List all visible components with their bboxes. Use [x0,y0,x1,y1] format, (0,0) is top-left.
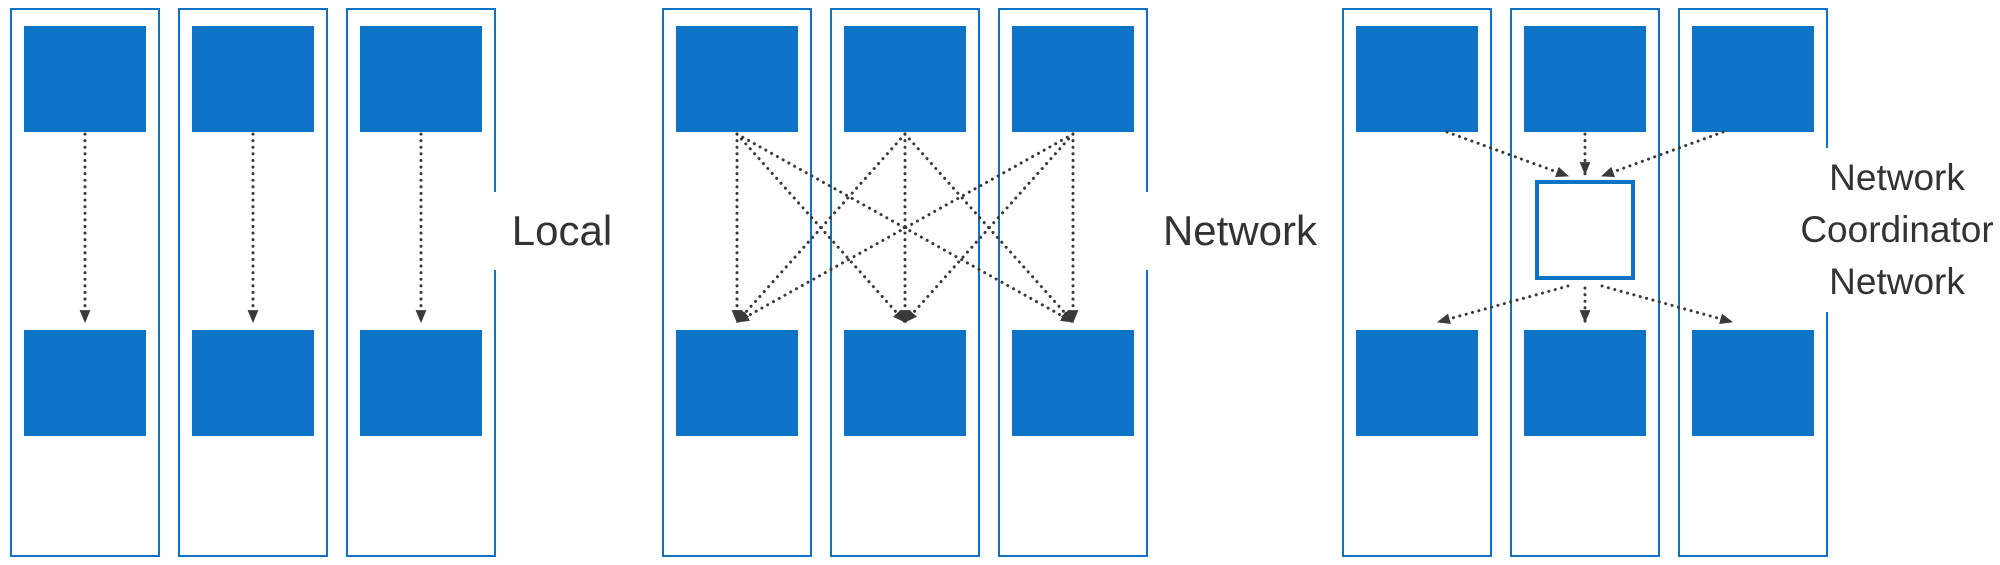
node-square-bottom [844,330,966,436]
network-coordinator-node [1535,180,1635,280]
local-label: Local [478,192,646,270]
node-square-top [360,26,482,132]
network-column-1 [662,8,812,557]
network-label: Network [1138,192,1342,270]
node-square-top [192,26,314,132]
node-square-bottom [360,330,482,436]
node-square-top [1012,26,1134,132]
node-square-bottom [24,330,146,436]
coordinator-column-1 [1342,8,1492,557]
node-square-top [1356,26,1478,132]
network-column-3 [998,8,1148,557]
node-square-top [1692,26,1814,132]
coordinator-label-line-3: Network [1829,260,1965,302]
coordinator-label-line-2: Coordinator [1800,209,1994,251]
node-square-bottom [1524,330,1646,436]
coordinator-label-line-1: Network [1829,157,1965,199]
node-square-bottom [192,330,314,436]
node-square-bottom [1356,330,1478,436]
network-column-2 [830,8,980,557]
coordinator-column-2 [1510,8,1660,557]
local-column-2 [178,8,328,557]
node-square-bottom [676,330,798,436]
node-square-top [844,26,966,132]
node-square-top [24,26,146,132]
node-square-top [676,26,798,132]
node-square-bottom [1012,330,1134,436]
local-label-text: Local [511,207,613,254]
network-coordinator-label: Network Coordinator Network [1794,148,2000,312]
node-square-top [1524,26,1646,132]
network-label-text: Network [1162,207,1318,254]
local-column-3 [346,8,496,557]
local-column-1 [10,8,160,557]
node-square-bottom [1692,330,1814,436]
